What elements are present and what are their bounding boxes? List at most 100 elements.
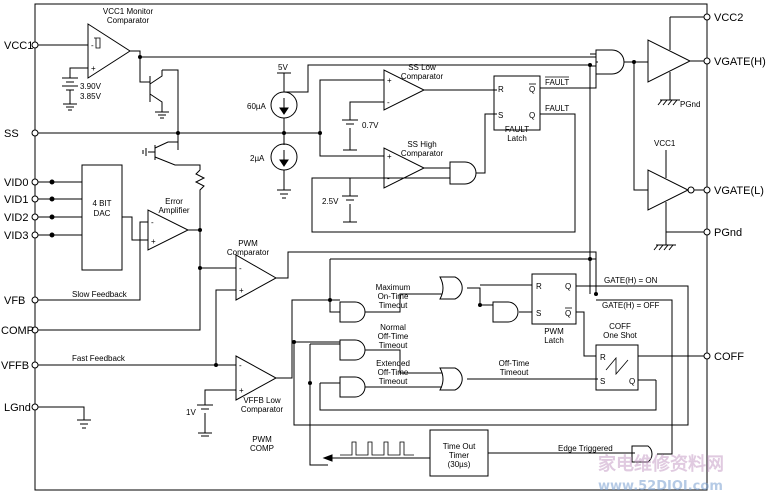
- output-and-gate: [596, 50, 624, 74]
- ref-07v-label: 0.7V: [362, 121, 379, 130]
- coff-one-shot-label-1: COFF: [609, 322, 631, 331]
- error-amplifier: [148, 210, 188, 250]
- svg-text:-: -: [387, 174, 390, 183]
- ss-low-comparator: [384, 70, 424, 110]
- pin-vfb: VFB: [4, 295, 25, 307]
- pin-vcc2: VCC2: [714, 12, 743, 24]
- ic-outline: [35, 4, 707, 490]
- pwm-comparator: [236, 255, 276, 300]
- ss-low-label: SS Low: [408, 63, 436, 72]
- svg-text:+: +: [91, 64, 96, 73]
- ext-off-label-1: Extended: [376, 359, 410, 368]
- pwm-latch-and-gate: [493, 302, 518, 322]
- pwm-comp-bottom-label-1: PWM: [252, 435, 272, 444]
- current-60ua-label: 60µA: [247, 102, 267, 111]
- fault-latch-qbar: Q: [529, 85, 535, 94]
- pwm-latch-s: S: [536, 309, 541, 318]
- coff-one-shot-r: R: [600, 353, 606, 362]
- svg-text:+: +: [151, 237, 156, 246]
- pin-vcc1: VCC1: [4, 40, 33, 52]
- pin-vgate-l: VGATE(L): [714, 185, 764, 197]
- max-on-time-and-gate: [340, 302, 365, 322]
- ref-25v-label: 2.5V: [322, 197, 339, 206]
- svg-text:-: -: [91, 41, 94, 50]
- threshold-390-label: 3.90V: [80, 82, 102, 91]
- fault-latch-q: Q: [529, 111, 535, 120]
- svg-text:+: +: [239, 286, 244, 295]
- high-side-driver: [648, 40, 690, 82]
- edge-triggered-gate: [632, 446, 652, 462]
- offtime-timeout-label-1: Off-Time: [499, 359, 530, 368]
- ss-low-comparator-label: Comparator: [401, 72, 444, 81]
- off-time-or-gate: [440, 368, 462, 390]
- pin-pgnd: PGnd: [714, 227, 742, 239]
- normal-off-label-3: Timeout: [379, 341, 408, 350]
- fault-latch-s: S: [498, 111, 503, 120]
- pin-vid3: VID3: [4, 230, 28, 242]
- pwm-latch-r: R: [536, 282, 542, 291]
- vffb-low-comparator: [236, 356, 276, 400]
- pin-vid0: VID0: [4, 177, 28, 189]
- watermark-url: www.52DIOI.com: [598, 479, 723, 494]
- coff-one-shot-label-2: One Shot: [603, 331, 638, 340]
- pin-vgate-h: VGATE(H): [714, 56, 766, 68]
- pwm-comp-bottom-label-2: COMP: [250, 444, 274, 453]
- coff-one-shot-s: S: [600, 377, 605, 386]
- normal-off-label-2: Off-Time: [378, 332, 409, 341]
- current-2ua-label: 2µA: [250, 154, 265, 163]
- pin-vffb: VFFB: [1, 360, 29, 372]
- svg-text:-: -: [151, 218, 154, 227]
- fast-feedback-label: Fast Feedback: [72, 354, 126, 363]
- ss-high-label: SS High: [407, 140, 436, 149]
- pwm-latch: [532, 274, 576, 324]
- pgnd-inner-label: PGnd: [680, 100, 700, 109]
- pin-comp: COMP: [1, 325, 34, 337]
- coff-one-shot-q: Q: [629, 377, 635, 386]
- max-on-label-2: On-Time: [378, 292, 409, 301]
- pwm-latch-title-2: Latch: [544, 336, 564, 345]
- pin-coff: COFF: [714, 351, 744, 363]
- rail-5v-label: 5V: [278, 63, 288, 72]
- fault-latch-r: R: [498, 85, 504, 94]
- slow-feedback-label: Slow Feedback: [72, 290, 128, 299]
- gate-off-label: GATE(H) = OFF: [602, 301, 660, 310]
- timeout-timer-label-3: (30µs): [448, 460, 471, 469]
- edge-triggered-label: Edge Triggered: [558, 444, 613, 453]
- svg-text:+: +: [387, 76, 392, 85]
- timeout-timer-label-1: Time Out: [443, 442, 476, 451]
- ext-off-label-3: Timeout: [379, 377, 408, 386]
- pwm-latch-title-1: PWM: [544, 327, 564, 336]
- vcc1-monitor-comparator: [88, 24, 130, 78]
- svg-text:-: -: [239, 264, 242, 273]
- dac-label-2: DAC: [94, 209, 111, 218]
- max-on-label-1: Maximum: [376, 283, 411, 292]
- dac-label-1: 4 BIT: [92, 199, 111, 208]
- svg-text:-: -: [239, 361, 242, 370]
- fault-label: FAULT: [545, 104, 569, 113]
- vffb-low-label-1: VFFB Low: [243, 396, 281, 405]
- fault-latch-title-1: FAULT: [505, 125, 529, 134]
- gate-on-label: GATE(H) = ON: [604, 276, 658, 285]
- pwm-latch-q: Q: [565, 282, 571, 291]
- ss-high-and-gate: [450, 162, 476, 184]
- vffb-low-label-2: Comparator: [241, 405, 284, 414]
- error-amp-label-1: Error: [165, 197, 183, 206]
- fault-bar-label: FAULT: [545, 78, 569, 87]
- threshold-385-label: 3.85V: [80, 92, 102, 101]
- normal-off-label-1: Normal: [380, 323, 406, 332]
- fault-latch-title-2: Latch: [507, 134, 527, 143]
- svg-text:-: -: [387, 98, 390, 107]
- low-side-driver: [648, 170, 688, 210]
- svg-text:+: +: [239, 386, 244, 395]
- ss-high-comparator-label: Comparator: [401, 149, 444, 158]
- ref-1v-label: 1V: [186, 408, 196, 417]
- pin-lgnd: LGnd: [4, 402, 31, 414]
- extended-off-time-and-gate: [340, 377, 365, 397]
- watermark-chinese: 家电维修资料网: [598, 453, 724, 475]
- timeout-timer-label-2: Timer: [449, 451, 469, 460]
- vcc1-monitor-label: VCC1 Monitor: [103, 7, 154, 16]
- vcc1-inner-label: VCC1: [654, 139, 676, 148]
- coff-one-shot: [596, 345, 638, 390]
